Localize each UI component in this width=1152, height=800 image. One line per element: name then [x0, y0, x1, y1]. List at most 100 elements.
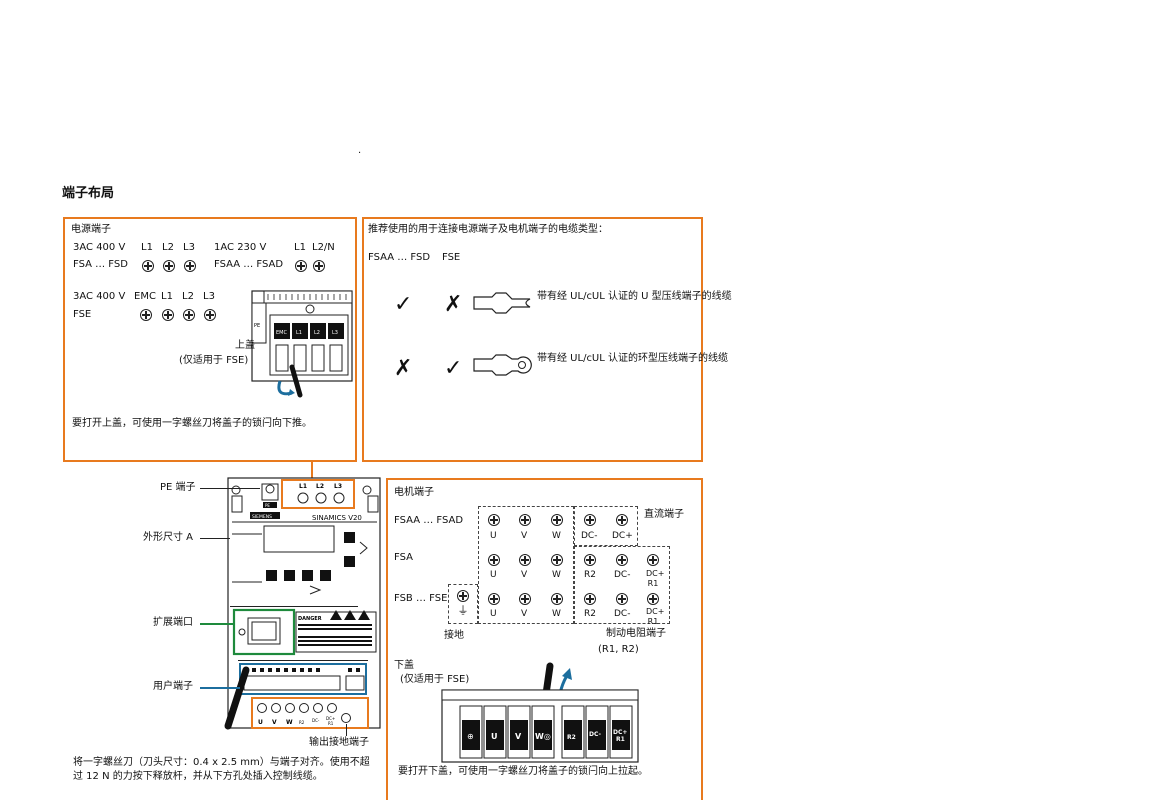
svg-text:PE: PE — [265, 503, 270, 508]
page-title: 端子布局 — [62, 186, 115, 201]
lower-cover-note: (仅适用于 FSE) — [400, 674, 470, 685]
terminal-icon — [313, 260, 325, 272]
power-row1-frames: FSA … FSD — [73, 259, 128, 270]
motor-r3-r2: R2 — [584, 609, 596, 619]
top-terminal-labels: L1 L2 L3 — [299, 483, 342, 490]
terminal-icon — [519, 514, 531, 526]
ground-group-outline — [448, 584, 478, 624]
svg-text:PE: PE — [254, 323, 260, 329]
terminal-icon — [162, 309, 174, 321]
motor-r2-v: V — [521, 570, 528, 580]
cable-row2-desc: 带有经 UL/cUL 认证的环型压线端子的线缆 — [537, 353, 729, 364]
power-row2-term-l3: L3 — [203, 291, 215, 302]
fse-lower-cover-drawing: ⊕ U V W◎ R2 DC- DC+ R1 — [441, 662, 639, 763]
motor-r3-u: U — [490, 609, 497, 619]
cable-types-panel: 推荐使用的用于连接电源端子及电机端子的电缆类型： FSAA … FSD FSE … — [362, 217, 732, 462]
cable-heading: 推荐使用的用于连接电源端子及电机端子的电缆类型： — [368, 224, 608, 235]
motor-r3-dcp: DC+ R1 — [646, 607, 665, 626]
terminal-icon — [616, 554, 628, 566]
motor-row3-frames: FSB … FSE — [394, 593, 448, 604]
power-row2-term-emc: EMC — [134, 291, 156, 302]
svg-text:R1: R1 — [328, 721, 334, 726]
terminal-icon — [519, 554, 531, 566]
terminal-icon — [519, 593, 531, 605]
terminal-icon — [295, 260, 307, 272]
cable-col1-label: FSAA … FSD — [368, 252, 431, 263]
motor-row2-frames: FSA — [394, 552, 413, 563]
power-row1-term-l3: L3 — [183, 242, 195, 253]
svg-text:U: U — [491, 732, 498, 741]
svg-text:L2: L2 — [316, 483, 324, 490]
motor-r3-dcm: DC- — [614, 609, 631, 619]
motor-row1-frames: FSAA … FSAD — [394, 515, 464, 526]
power-row1b-spec: 1AC 230 V — [214, 242, 267, 253]
terminal-icon — [184, 260, 196, 272]
svg-text:DC+: DC+ — [613, 729, 627, 736]
check-icon: ✓ — [394, 292, 413, 317]
svg-text:⊕: ⊕ — [467, 732, 474, 741]
svg-text:DC-: DC- — [312, 718, 320, 723]
leader-line — [200, 538, 230, 539]
power-terminals-panel: 电源端子 3AC 400 V FSA … FSD L1 L2 L3 1AC 23… — [63, 217, 357, 462]
leader-line — [200, 687, 240, 689]
terminal-icon — [551, 593, 563, 605]
cross-icon: ✗ — [444, 292, 463, 317]
motor-r2-r2: R2 — [584, 570, 596, 580]
extension-port-label: 扩展端口 — [153, 617, 193, 628]
brake-resistor-sub: (R1, R2) — [598, 644, 639, 655]
motor-r2-dcp: DC+ R1 — [646, 569, 665, 588]
top-cover-note: (仅适用于 FSE) — [179, 355, 249, 366]
motor-heading: 电机端子 — [394, 487, 434, 498]
brake-resistor-label: 制动电阻端子 — [606, 628, 666, 639]
svg-text:L3: L3 — [332, 330, 338, 336]
cable-row1-desc-a: 带有经 UL/cUL 认证的 U 型压线端子的线缆 — [537, 291, 732, 302]
connector-line — [311, 461, 313, 479]
svg-text:V: V — [272, 719, 277, 726]
brake-group-outline — [574, 546, 670, 624]
motor-r3-v: V — [521, 609, 528, 619]
terminal-icon — [584, 554, 596, 566]
svg-text:W: W — [286, 719, 293, 726]
leader-line — [346, 724, 347, 736]
motor-r3-w: W — [552, 609, 561, 619]
power-row2-term-l1: L1 — [161, 291, 173, 302]
terminal-icon — [584, 514, 596, 526]
svg-text:L1: L1 — [299, 483, 307, 490]
terminal-icon — [551, 554, 563, 566]
terminal-icon — [204, 309, 216, 321]
motor-r1-dcp: DC+ — [612, 531, 633, 541]
lower-cover-label: 下盖 — [394, 660, 414, 671]
u-type-lug-icon — [473, 292, 531, 314]
svg-text:L1: L1 — [296, 330, 302, 336]
power-row1b-term-l1: L1 — [294, 242, 306, 253]
motor-terminals-panel: 电机端子 FSAA … FSAD FSA FSB … FSE 直流端子 U V … — [386, 478, 703, 800]
dc-group-outline — [574, 506, 638, 546]
output-ground-label: 输出接地端子 — [309, 737, 369, 748]
fse-top-cover-drawing: PE EMC L1 L2 L3 — [251, 290, 353, 398]
svg-text:V: V — [515, 732, 522, 741]
svg-text:DANGER: DANGER — [298, 616, 322, 622]
top-cover-label: 上盖 — [235, 340, 255, 351]
svg-text:DC+: DC+ — [326, 716, 335, 721]
terminal-icon — [616, 514, 628, 526]
screwdriver-note-line2: 过 12 N 的力按下释放杆，并从下方孔处插入控制线缆。 — [73, 771, 323, 782]
svg-text:SINAMICS V20: SINAMICS V20 — [312, 514, 362, 522]
power-row2-term-l2: L2 — [182, 291, 194, 302]
power-row1-spec: 3AC 400 V — [73, 242, 126, 253]
frame-size-label: 外形尺寸 A — [143, 532, 194, 543]
user-terminal-label: 用户端子 — [153, 681, 193, 692]
svg-text:SIEMENS: SIEMENS — [252, 514, 272, 520]
svg-text:W◎: W◎ — [535, 732, 551, 741]
svg-text:R2: R2 — [567, 734, 576, 741]
earth-symbol-icon: ⏚ — [457, 604, 469, 617]
power-row1-term-l1: L1 — [141, 242, 153, 253]
terminal-icon — [488, 593, 500, 605]
motor-r2-u: U — [490, 570, 497, 580]
terminal-icon — [142, 260, 154, 272]
motor-r2-dcm: DC- — [614, 570, 631, 580]
terminal-icon — [488, 554, 500, 566]
cross-icon: ✗ — [394, 356, 413, 381]
emc-screw-icon — [140, 309, 152, 321]
terminal-icon — [647, 554, 659, 566]
ground-label: 接地 — [444, 630, 464, 641]
